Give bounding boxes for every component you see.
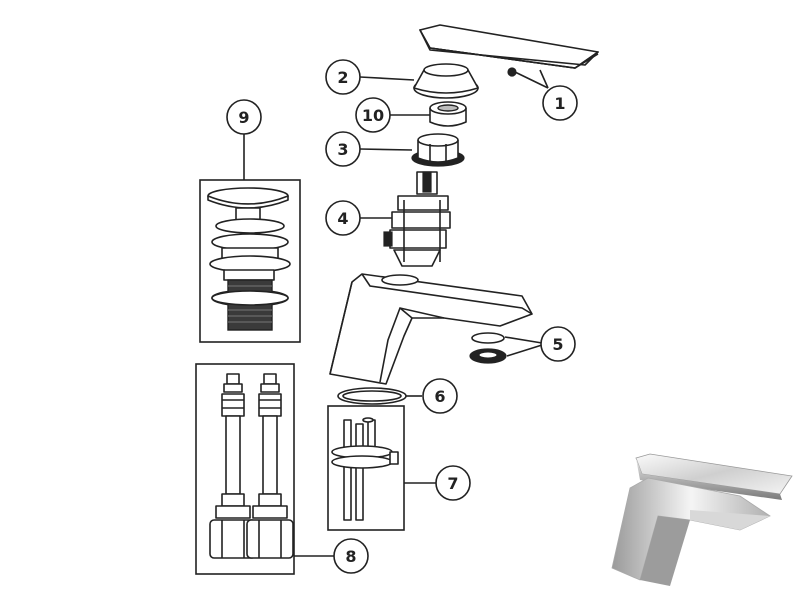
callout-8-label: 8 bbox=[345, 547, 356, 566]
callout-7-label: 7 bbox=[447, 474, 458, 493]
part-5-washers bbox=[469, 332, 507, 364]
leader-5a bbox=[504, 336, 543, 344]
part-7-box bbox=[327, 405, 405, 531]
part-1-handle bbox=[419, 24, 599, 77]
tap-body bbox=[329, 273, 533, 385]
part-9-waste bbox=[207, 187, 291, 331]
callout-6: 6 bbox=[422, 378, 458, 414]
callout-3: 3 bbox=[325, 131, 361, 167]
callout-2-label: 2 bbox=[337, 68, 348, 87]
callout-10: 10 bbox=[355, 97, 391, 133]
part-7-fixing-studs bbox=[331, 417, 399, 521]
callout-9-label: 9 bbox=[238, 108, 249, 127]
tap-product-photo bbox=[611, 453, 793, 586]
tail-left bbox=[209, 373, 257, 559]
callout-4: 4 bbox=[325, 200, 361, 236]
leader-5b bbox=[506, 344, 543, 357]
part-10-sleeve bbox=[429, 101, 467, 127]
part-6-oring bbox=[337, 387, 407, 405]
callout-4-label: 4 bbox=[337, 209, 348, 228]
callout-5-label: 5 bbox=[552, 335, 563, 354]
callout-1: 1 bbox=[542, 85, 578, 121]
callout-1-label: 1 bbox=[554, 94, 565, 113]
callout-5: 5 bbox=[540, 326, 576, 362]
leader-2 bbox=[359, 76, 415, 81]
leader-1b bbox=[539, 69, 549, 89]
part-9-box bbox=[199, 179, 301, 343]
callout-3-label: 3 bbox=[337, 140, 348, 159]
callout-2: 2 bbox=[325, 59, 361, 95]
callout-9: 9 bbox=[226, 99, 262, 135]
callout-8: 8 bbox=[333, 538, 369, 574]
tail-right bbox=[246, 373, 294, 559]
callout-7: 7 bbox=[435, 465, 471, 501]
part-8-box bbox=[195, 363, 295, 575]
part-4-cartridge bbox=[383, 171, 451, 267]
leader-3 bbox=[359, 148, 413, 151]
callout-6-label: 6 bbox=[434, 387, 445, 406]
part-3-nut bbox=[411, 133, 465, 167]
part-2-cap bbox=[413, 63, 479, 99]
callout-10-label: 10 bbox=[362, 106, 384, 125]
part-8-flexible-tails bbox=[209, 373, 294, 559]
leader-1 bbox=[514, 71, 549, 89]
